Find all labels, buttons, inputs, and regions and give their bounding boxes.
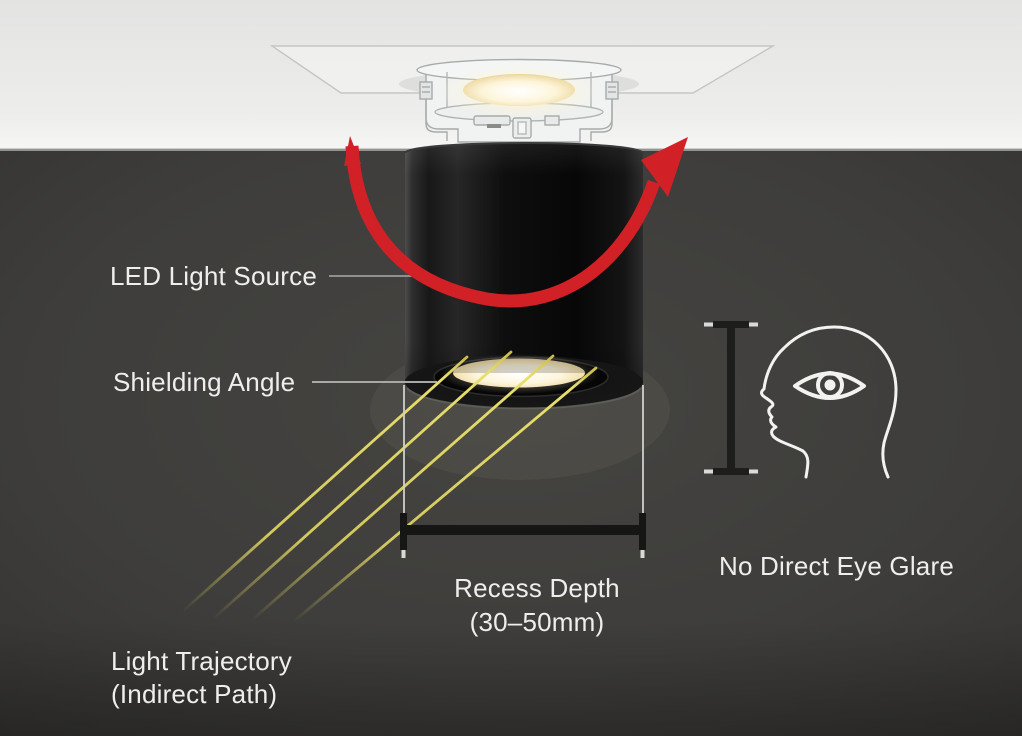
recess-depth-label: Recess Depth (30–50mm) [402, 571, 672, 639]
led-light-source-label: LED Light Source [110, 261, 317, 291]
light-trajectory-label: Light Trajectory (Indirect Path) [111, 645, 292, 711]
recess-depth-line1: Recess Depth [454, 573, 620, 603]
eye-level-measure-icon [704, 321, 758, 475]
lamp-glow [463, 74, 575, 106]
recessed-housing-drawing [399, 58, 639, 143]
light-trajectory-line1: Light Trajectory [111, 646, 292, 676]
shielding-angle-label: Shielding Angle [113, 367, 296, 397]
recess-depth-measure [400, 385, 646, 558]
led-aperture [453, 358, 585, 388]
no-direct-eye-glare-label: No Direct Eye Glare [719, 551, 954, 581]
rotation-arrow-icon [344, 136, 688, 308]
downlight-cylinder [404, 142, 644, 410]
recess-depth-line2: (30–50mm) [469, 607, 605, 637]
eye-icon [793, 371, 866, 400]
head-profile-icon [760, 325, 898, 479]
light-rays [180, 350, 598, 624]
light-trajectory-line2: (Indirect Path) [111, 679, 278, 709]
